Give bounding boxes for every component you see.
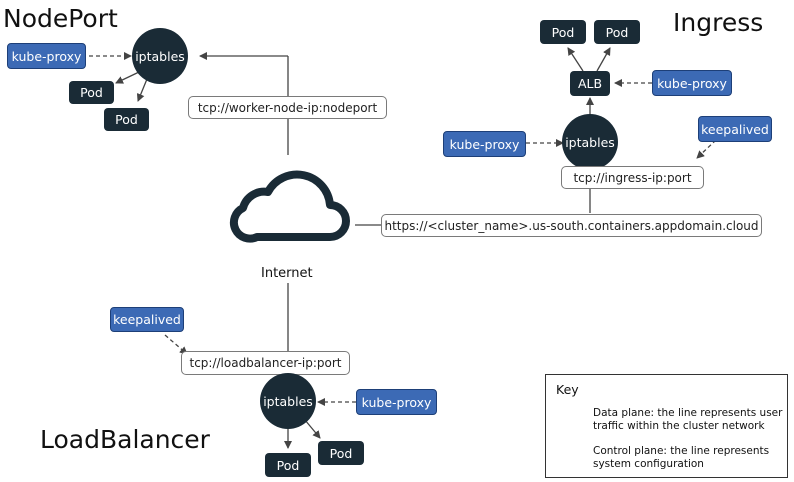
ingress-domain-url: https://<cluster_name>.us-south.containe… bbox=[381, 214, 762, 237]
edge-iptables-to-pod2-lb bbox=[304, 419, 321, 439]
edge-keepalived-to-iptables-lb bbox=[164, 334, 188, 355]
key-title: Key bbox=[556, 382, 579, 397]
nodeport-url: tcp://worker-node-ip:nodeport bbox=[188, 96, 387, 119]
ingress-alb-kube-proxy: kube-proxy bbox=[652, 70, 732, 96]
key-data-plane-text: Data plane: the line represents user tra… bbox=[593, 407, 783, 432]
ingress-alb: ALB bbox=[570, 71, 610, 96]
nodeport-iptables: iptables bbox=[132, 28, 188, 84]
internet-label: Internet bbox=[261, 266, 313, 281]
key-legend: Key Data plane: the line represents user… bbox=[545, 374, 788, 478]
nodeport-title: NodePort bbox=[3, 4, 118, 33]
ingress-iptables: iptables bbox=[562, 114, 618, 170]
loadbalancer-url: tcp://loadbalancer-ip:port bbox=[181, 351, 350, 375]
cloud-icon bbox=[229, 170, 350, 243]
loadbalancer-keepalived: keepalived bbox=[110, 307, 184, 332]
loadbalancer-kube-proxy: kube-proxy bbox=[356, 389, 437, 415]
ingress-pod-1: Pod bbox=[540, 20, 586, 44]
edge-iptables-to-pod1-np bbox=[115, 71, 140, 84]
nodeport-kube-proxy: kube-proxy bbox=[7, 43, 86, 69]
edge-iptables-to-pod2-np bbox=[136, 78, 148, 102]
ingress-port-url: tcp://ingress-ip:port bbox=[561, 166, 704, 189]
loadbalancer-title: LoadBalancer bbox=[40, 425, 210, 454]
edge-keepalived-to-iptables-ing bbox=[696, 139, 717, 159]
edge-alb-to-pod2 bbox=[596, 47, 611, 72]
edge-alb-to-pod1 bbox=[567, 47, 584, 72]
ingress-keepalived: keepalived bbox=[698, 116, 772, 142]
ingress-pod-2: Pod bbox=[594, 20, 640, 44]
loadbalancer-pod-1: Pod bbox=[265, 453, 311, 477]
key-control-plane-text: Control plane: the line represents syste… bbox=[593, 445, 770, 470]
ingress-title: Ingress bbox=[673, 8, 764, 37]
loadbalancer-iptables: iptables bbox=[260, 373, 316, 429]
nodeport-pod-1: Pod bbox=[69, 81, 114, 104]
nodeport-pod-2: Pod bbox=[104, 108, 149, 131]
ingress-kube-proxy: kube-proxy bbox=[443, 131, 526, 157]
loadbalancer-pod-2: Pod bbox=[318, 441, 364, 465]
